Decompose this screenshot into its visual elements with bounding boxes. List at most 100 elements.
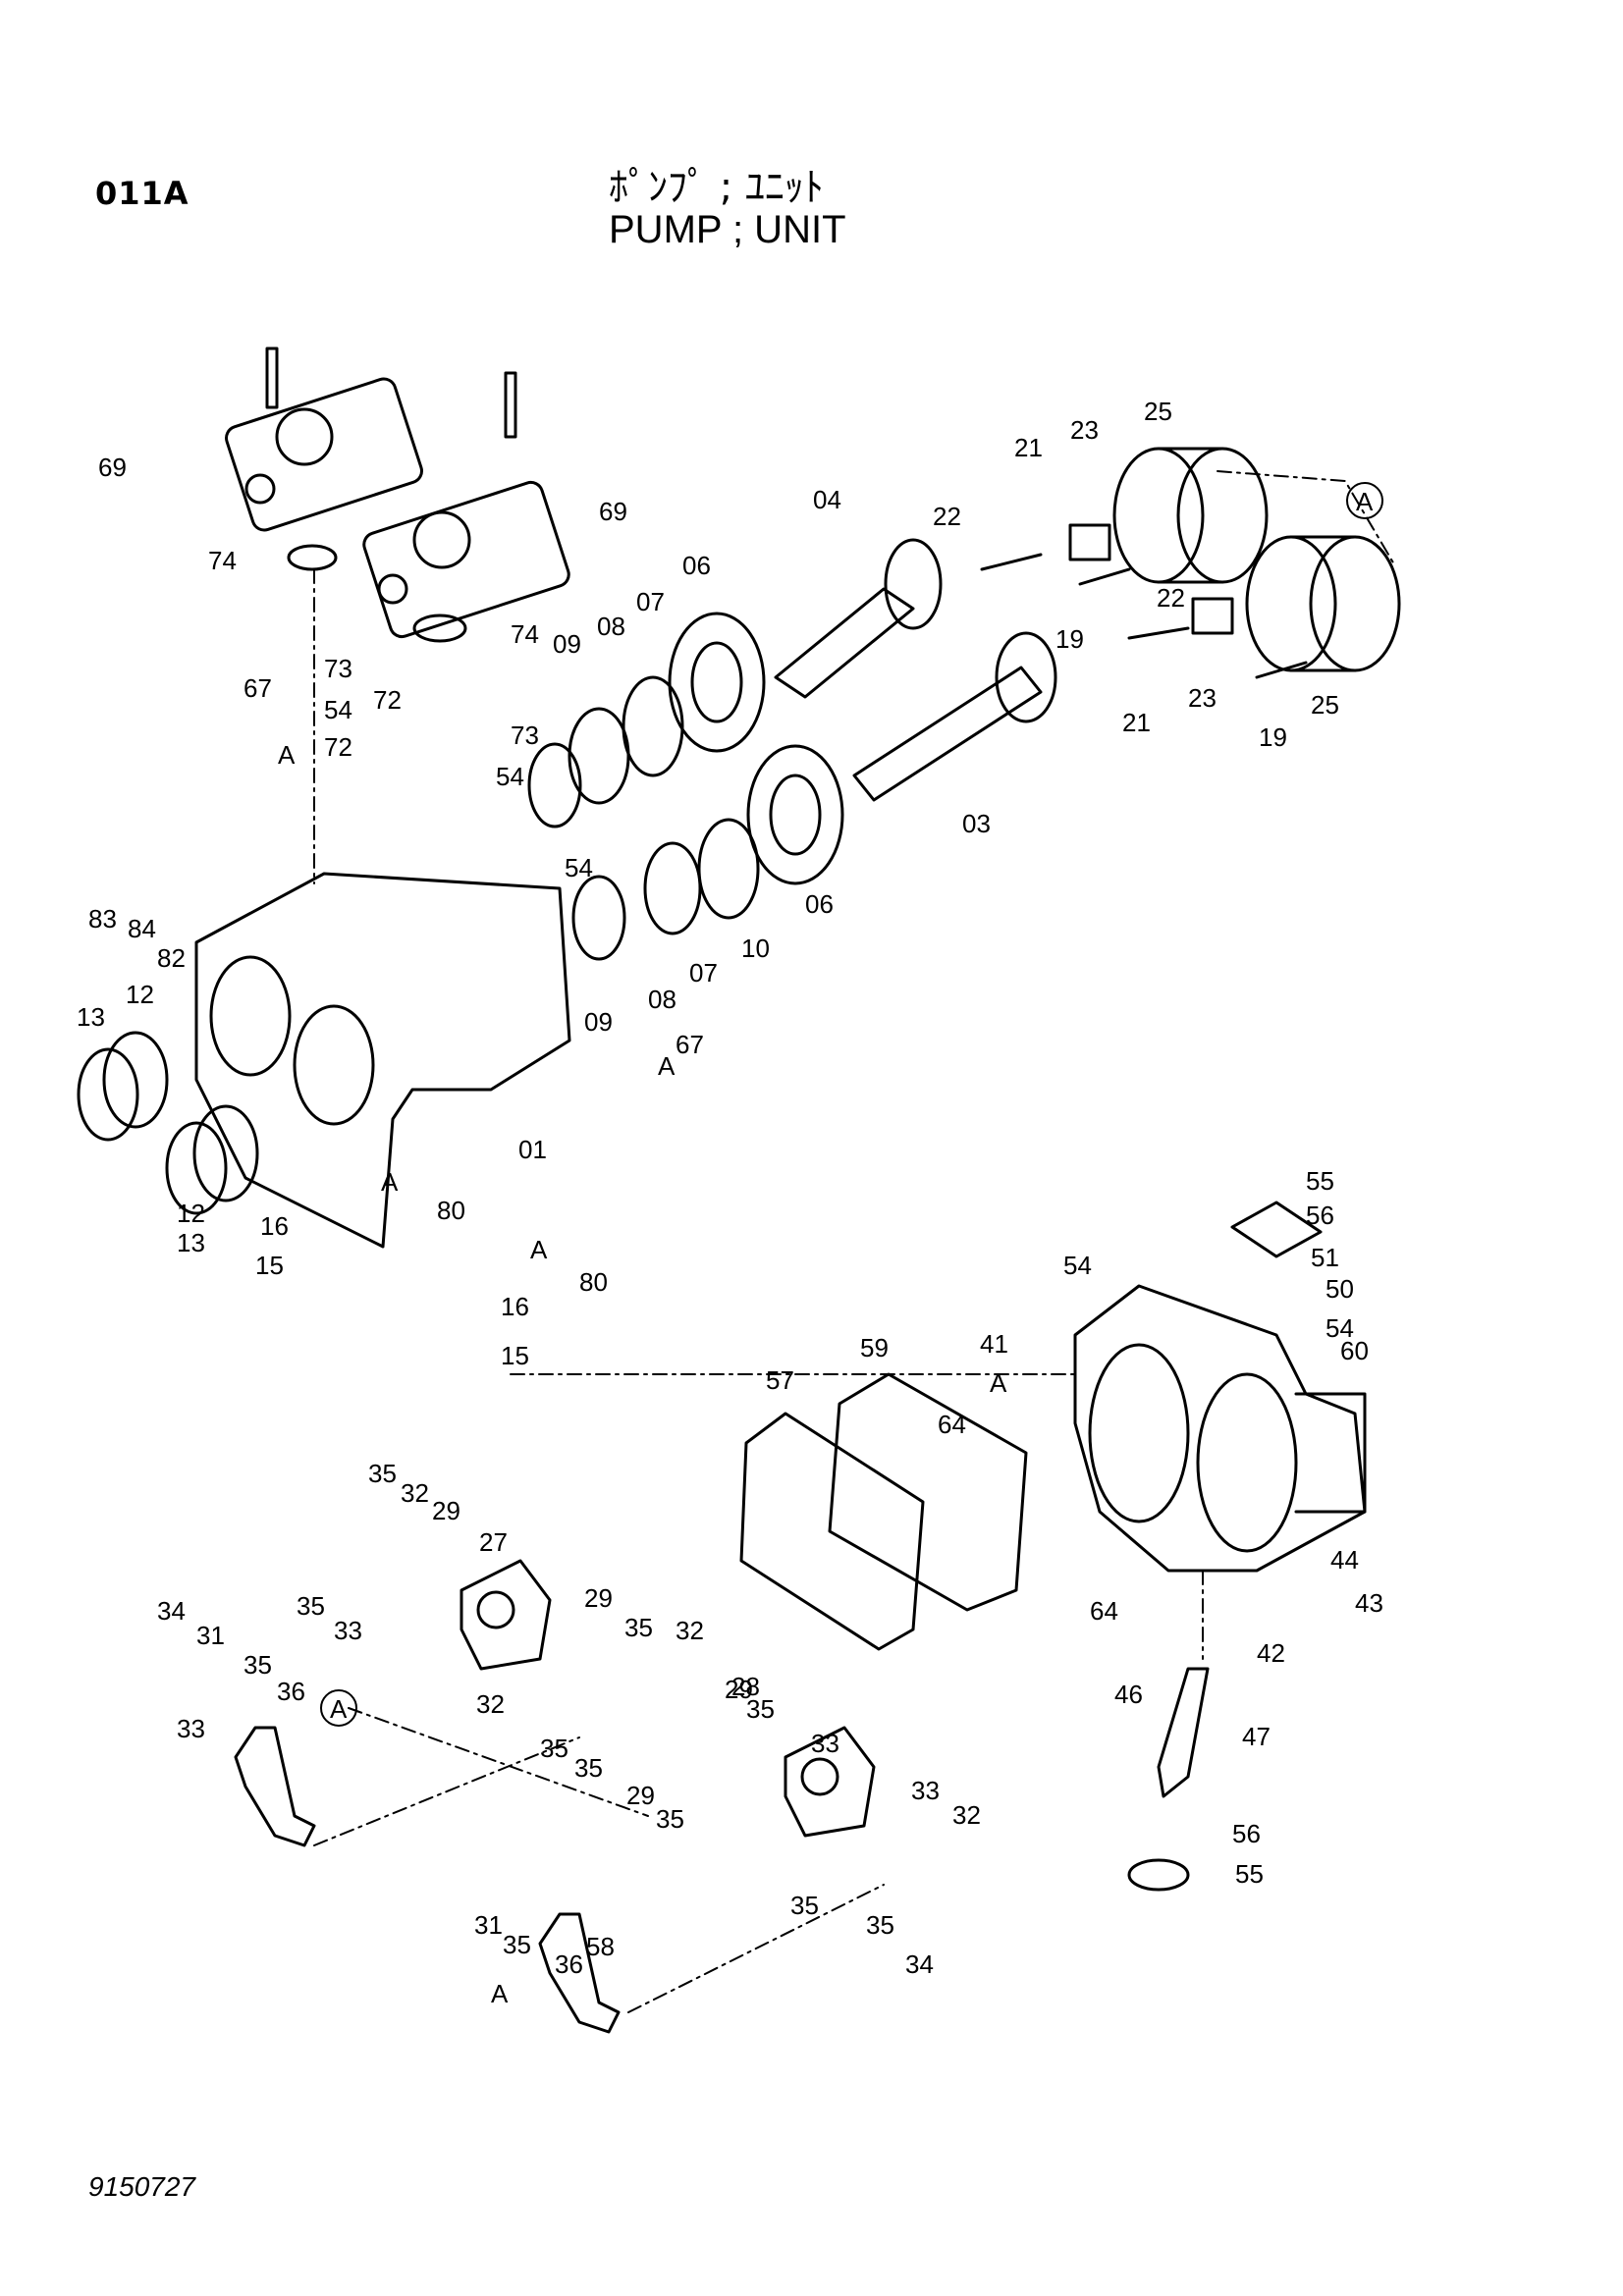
part-callout: 33 xyxy=(177,1714,205,1743)
pump-housing-01 xyxy=(194,872,571,1249)
part-callout: 47 xyxy=(1242,1722,1271,1751)
part-callout: 80 xyxy=(579,1267,608,1297)
valve-block-left xyxy=(225,347,423,532)
part-callout: 32 xyxy=(676,1616,704,1645)
part-callout: A xyxy=(278,740,296,770)
part-callout: 07 xyxy=(636,587,665,616)
part-callout: 36 xyxy=(277,1677,305,1706)
drive-shaft-04 xyxy=(774,538,943,699)
part-callout: 60 xyxy=(1340,1336,1369,1365)
part-callout: 72 xyxy=(373,685,402,715)
part-callout: 58 xyxy=(586,1932,615,1961)
part-callout: 25 xyxy=(1144,397,1172,426)
part-callout: 35 xyxy=(503,1930,531,1959)
phantom-lines xyxy=(313,470,1395,2013)
valve-block-right xyxy=(362,371,570,639)
part-callout: 56 xyxy=(1232,1819,1261,1848)
part-callout: A xyxy=(990,1368,1007,1398)
part-callout: 04 xyxy=(813,485,841,514)
part-callout: 19 xyxy=(1259,722,1287,752)
part-callout: 01 xyxy=(518,1135,547,1164)
part-callout: 46 xyxy=(1114,1680,1143,1709)
part-callout: 35 xyxy=(624,1613,653,1642)
page-title-japanese: ﾎﾟﾝﾌﾟ ; ﾕﾆｯﾄ xyxy=(609,165,824,210)
part-callout: A xyxy=(381,1167,399,1197)
part-callout: 33 xyxy=(911,1776,940,1805)
part-callout: 67 xyxy=(243,673,272,703)
part-callout: A xyxy=(658,1051,676,1081)
part-callout: 06 xyxy=(682,551,711,580)
part-callout: A xyxy=(530,1235,548,1264)
gear-housing-41 xyxy=(1073,1284,1367,1573)
bearing-06-upper xyxy=(668,612,766,753)
part-callout: 08 xyxy=(597,612,625,641)
servo-piston-28 xyxy=(784,1726,876,1838)
o-ring-74 xyxy=(287,544,467,643)
part-callout: 54 xyxy=(324,695,352,724)
part-callout: 09 xyxy=(584,1007,613,1037)
part-callout: 35 xyxy=(574,1753,603,1783)
part-callout: 50 xyxy=(1325,1274,1354,1304)
part-callout: 64 xyxy=(938,1410,966,1439)
part-callout: 35 xyxy=(656,1804,684,1834)
part-callout: 64 xyxy=(1090,1596,1118,1626)
part-callout: 28 xyxy=(731,1672,760,1701)
pistons-springs xyxy=(980,523,1308,679)
part-callout: 54 xyxy=(1325,1313,1354,1343)
part-callout: 15 xyxy=(501,1341,529,1370)
part-callout: 16 xyxy=(260,1211,289,1241)
snap-rings-12-13 xyxy=(77,1031,259,1215)
part-callout: 69 xyxy=(599,497,627,526)
part-callout: A xyxy=(491,1979,509,2008)
part-callout: 34 xyxy=(905,1949,934,1979)
part-callout: 12 xyxy=(177,1199,205,1228)
part-drawings xyxy=(77,347,1401,2034)
part-callout: 31 xyxy=(474,1910,503,1940)
part-callout: 27 xyxy=(479,1527,508,1557)
part-callout: 74 xyxy=(208,546,237,575)
part-callout: 54 xyxy=(565,853,593,882)
part-callout: 73 xyxy=(324,654,352,683)
part-callout: 10 xyxy=(741,934,770,963)
part-callout: 19 xyxy=(1055,624,1084,654)
part-callout: 34 xyxy=(157,1596,186,1626)
lever-31-right xyxy=(538,1912,621,2034)
cover-47 xyxy=(1127,1858,1190,1892)
part-callout: 35 xyxy=(790,1891,819,1920)
part-callout: 80 xyxy=(437,1196,465,1225)
lever-31-left xyxy=(234,1726,316,1847)
part-callout: 67 xyxy=(676,1030,704,1059)
reference-marker-a-upper: A xyxy=(1356,487,1374,516)
part-callout: 36 xyxy=(555,1949,583,1979)
part-callout: 23 xyxy=(1188,683,1217,713)
part-callout: 32 xyxy=(401,1478,429,1508)
part-callout: 54 xyxy=(1063,1251,1092,1280)
part-callout: 33 xyxy=(811,1729,839,1758)
part-callout: 41 xyxy=(980,1329,1008,1359)
part-callout: 23 xyxy=(1070,415,1099,445)
part-callout: 69 xyxy=(98,453,127,482)
part-callout: 13 xyxy=(77,1002,105,1032)
part-callout: 08 xyxy=(648,985,676,1014)
seal-57 xyxy=(739,1412,925,1651)
part-callout: 09 xyxy=(553,629,581,659)
part-callout: 29 xyxy=(725,1675,753,1704)
document-number: 9150727 xyxy=(88,2171,196,2202)
part-callout: 13 xyxy=(177,1228,205,1257)
part-callout: 25 xyxy=(1311,690,1339,720)
part-callout: 84 xyxy=(128,914,156,943)
part-callout: 55 xyxy=(1306,1166,1334,1196)
cover-plate-51 xyxy=(1230,1201,1323,1258)
part-callout: 54 xyxy=(496,762,524,791)
part-callout: 82 xyxy=(157,943,186,973)
reference-marker-a-lower: A xyxy=(330,1694,348,1724)
part-callout: 44 xyxy=(1330,1545,1359,1575)
part-callout: 21 xyxy=(1122,708,1151,737)
part-callout: 22 xyxy=(933,502,961,531)
part-callout: 55 xyxy=(1235,1859,1264,1889)
part-callout: 06 xyxy=(805,889,834,919)
part-callout: 12 xyxy=(126,980,154,1009)
reference-marker-a: A A xyxy=(320,482,1383,1727)
part-callout: 35 xyxy=(368,1459,397,1488)
part-callout: 56 xyxy=(1306,1201,1334,1230)
